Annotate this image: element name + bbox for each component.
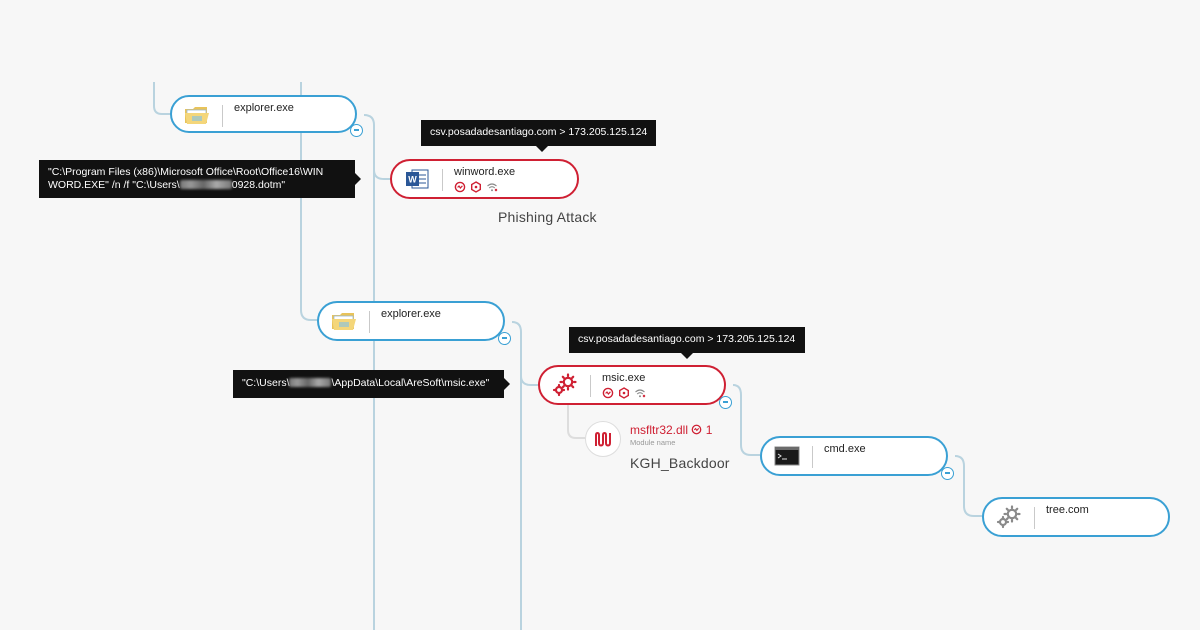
tooltip-text: csv.posadadesantiago.com > 173.205.125.1… — [578, 333, 796, 345]
network-icon — [487, 183, 498, 192]
phishing-annotation: Phishing Attack — [498, 209, 597, 225]
commandline-tooltip-msic: "C:\Users\ \AppData\Local\AreSoft\msic.ex… — [233, 370, 510, 398]
process-name: cmd.exe — [824, 443, 866, 455]
redacted-username — [289, 378, 332, 387]
collapse-button[interactable] — [498, 332, 511, 345]
tooltip-text-end: 0928.dotm" — [231, 179, 286, 191]
process-node-tree[interactable]: tree.com — [982, 497, 1170, 537]
module-icon — [595, 432, 611, 447]
badge-row — [454, 181, 498, 193]
node-separator — [590, 375, 591, 397]
process-name: winword.exe — [454, 166, 516, 178]
tooltip-arrow — [355, 173, 361, 185]
commandline-tooltip-winword: "C:\Program Files (x86)\Microsoft Office… — [39, 160, 361, 198]
collapse-button[interactable] — [719, 396, 732, 409]
process-node-explorer-2[interactable]: explorer.exe — [317, 301, 511, 345]
tooltip-text: "C:\Program Files (x86)\Microsoft Office… — [48, 166, 324, 191]
terminal-icon — [770, 441, 804, 471]
svg-text:W: W — [408, 175, 417, 185]
redacted-username — [179, 180, 232, 189]
collapse-button[interactable] — [350, 124, 363, 137]
folder-icon — [327, 306, 361, 336]
process-name: tree.com — [1046, 504, 1089, 516]
tooltip-arrow — [536, 146, 548, 152]
process-node-winword[interactable]: W winword.exe — [390, 159, 579, 199]
backdoor-annotation: KGH_Backdoor — [630, 455, 730, 471]
gears-icon — [992, 502, 1026, 532]
process-name: explorer.exe — [381, 308, 441, 320]
process-name: msic.exe — [602, 372, 646, 384]
folder-icon — [180, 100, 214, 130]
hex-alert-icon — [471, 181, 481, 193]
module-detection-count: 1 — [705, 423, 713, 437]
process-node-cmd[interactable]: cmd.exe — [760, 436, 954, 480]
node-separator — [812, 446, 813, 468]
node-separator — [442, 169, 443, 191]
process-name: explorer.exe — [234, 102, 294, 114]
module-name[interactable]: msfltr32.dll 1 — [630, 423, 713, 437]
node-separator — [222, 105, 223, 127]
module-node[interactable] — [585, 421, 621, 457]
module-sublabel: Module name — [630, 438, 676, 447]
tooltip-arrow — [504, 378, 510, 390]
gears-icon — [548, 370, 582, 400]
threat-badge-icon — [692, 424, 702, 435]
node-separator — [369, 311, 370, 333]
badge-row — [602, 387, 646, 399]
threat-badge-icon — [454, 181, 466, 193]
network-icon — [635, 389, 646, 398]
network-tooltip-msic: csv.posadadesantiago.com > 173.205.125.1… — [569, 327, 805, 359]
hex-alert-icon — [619, 387, 629, 399]
threat-badge-icon — [602, 387, 614, 399]
tooltip-text-end: \AppData\Local\AreSoft\msic.exe" — [331, 377, 490, 389]
node-separator — [1034, 507, 1035, 529]
collapse-button[interactable] — [941, 467, 954, 480]
process-node-explorer-1[interactable]: explorer.exe — [170, 95, 363, 137]
word-icon: W — [400, 164, 434, 194]
network-tooltip-winword: csv.posadadesantiago.com > 173.205.125.1… — [421, 120, 656, 152]
tooltip-text: "C:\Users\ — [242, 377, 290, 389]
tooltip-text: csv.posadadesantiago.com > 173.205.125.1… — [430, 126, 648, 138]
tooltip-arrow — [681, 353, 693, 359]
process-node-msic[interactable]: msic.exe — [538, 365, 732, 409]
